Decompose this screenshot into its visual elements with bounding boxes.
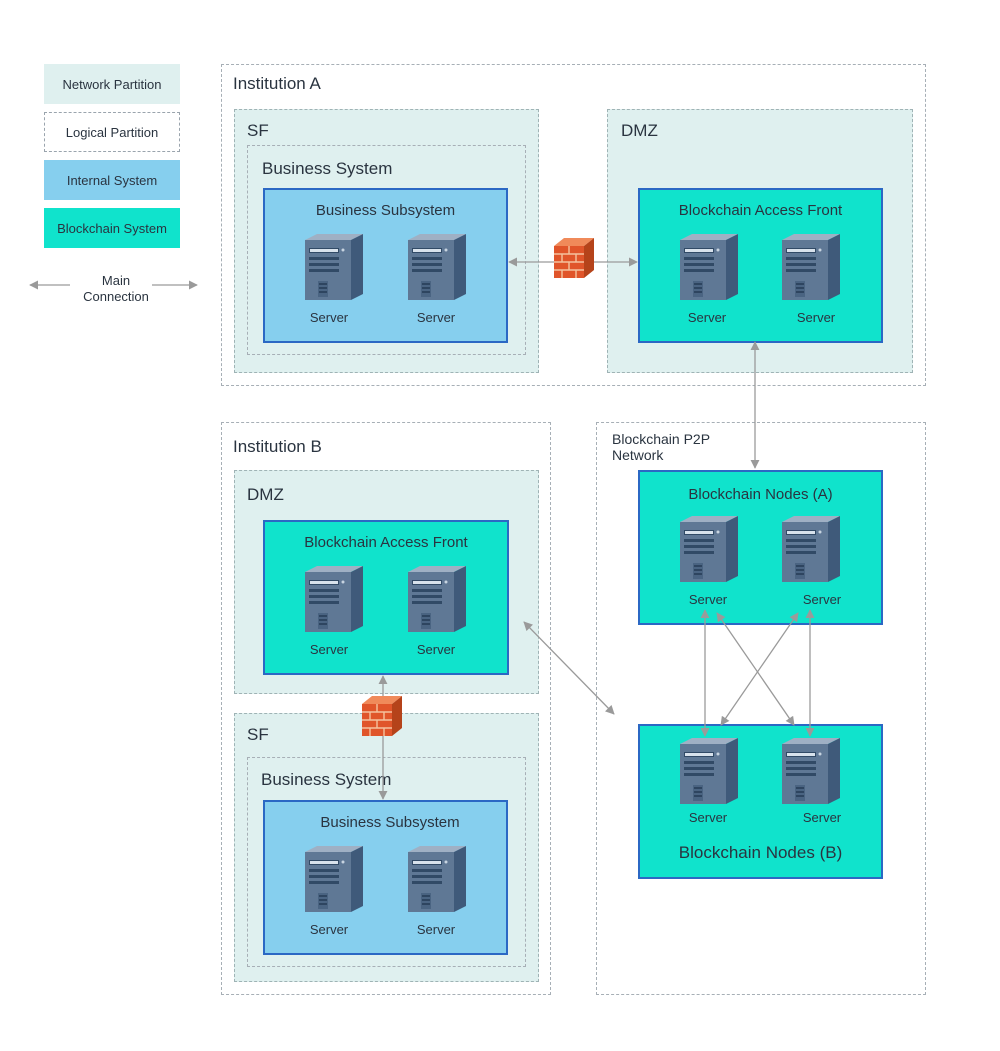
inst-b-business-subsystem [263,800,508,955]
server-label: Server [796,310,836,325]
connection-dmz-b-nodes-b [523,621,615,715]
server-label: Server [802,592,842,607]
legend-logical-partition-label: Logical Partition [65,124,159,140]
institution-b-title: Institution B [233,437,322,456]
legend-main-connection-line1: Main [101,273,131,288]
blockchain-nodes-b-title: Blockchain Nodes (B) [678,843,843,862]
connection-node-mesh [720,612,799,726]
legend-logical-partition: Logical Partition [44,112,180,152]
p2p-network-title-line1: Blockchain P2P [612,431,711,447]
p2p-network-title: Blockchain P2P Network [612,431,710,463]
firewall-icon [362,696,402,736]
server-label: Server [309,310,349,325]
blockchain-nodes-a [638,470,883,625]
inst-b-business-system-title: Business System [261,770,392,789]
inst-a-access-front-title: Blockchain Access Front [678,202,843,219]
legend-network-partition-label: Network Partition [62,76,162,92]
inst-a-sf-title: SF [247,121,269,140]
institution-a-container [221,64,926,386]
inst-a-business-subsystem-title: Business Subsystem [315,202,456,219]
inst-b-access-front [263,520,509,675]
legend-blockchain-system: Blockchain System [44,208,180,248]
firewall-icon [554,238,594,278]
inst-a-dmz-title: DMZ [621,121,658,140]
inst-b-business-subsystem-title: Business Subsystem [320,814,460,831]
server-label: Server [688,592,728,607]
blockchain-nodes-a-title: Blockchain Nodes (A) [688,486,833,503]
inst-a-business-subsystem [263,188,508,343]
legend-network-partition: Network Partition [44,64,180,104]
server-label: Server [687,310,727,325]
institution-a-title: Institution A [233,74,321,93]
inst-b-access-front-title: Blockchain Access Front [304,534,468,551]
inst-a-business-system [247,145,526,355]
legend-internal-system-label: Internal System [66,172,158,188]
server-label: Server [416,310,456,325]
legend-internal-system: Internal System [44,160,180,200]
server-label: Server [802,810,842,825]
server-label: Server [416,922,456,937]
legend-main-connection: Main Connection [72,273,160,305]
inst-a-access-front [638,188,883,343]
inst-a-business-system-title: Business System [262,159,393,178]
server-label: Server [688,810,728,825]
server-label: Server [416,642,456,657]
legend-main-connection-line2: Connection [83,289,149,304]
server-label: Server [309,642,349,657]
server-label: Server [309,922,349,937]
p2p-network-title-line2: Network [612,447,664,463]
inst-b-dmz-title: DMZ [247,485,284,504]
legend-blockchain-system-label: Blockchain System [57,220,167,236]
blockchain-nodes-b [638,724,883,879]
inst-b-sf-title: SF [247,725,269,744]
connection-node-mesh [716,612,795,726]
